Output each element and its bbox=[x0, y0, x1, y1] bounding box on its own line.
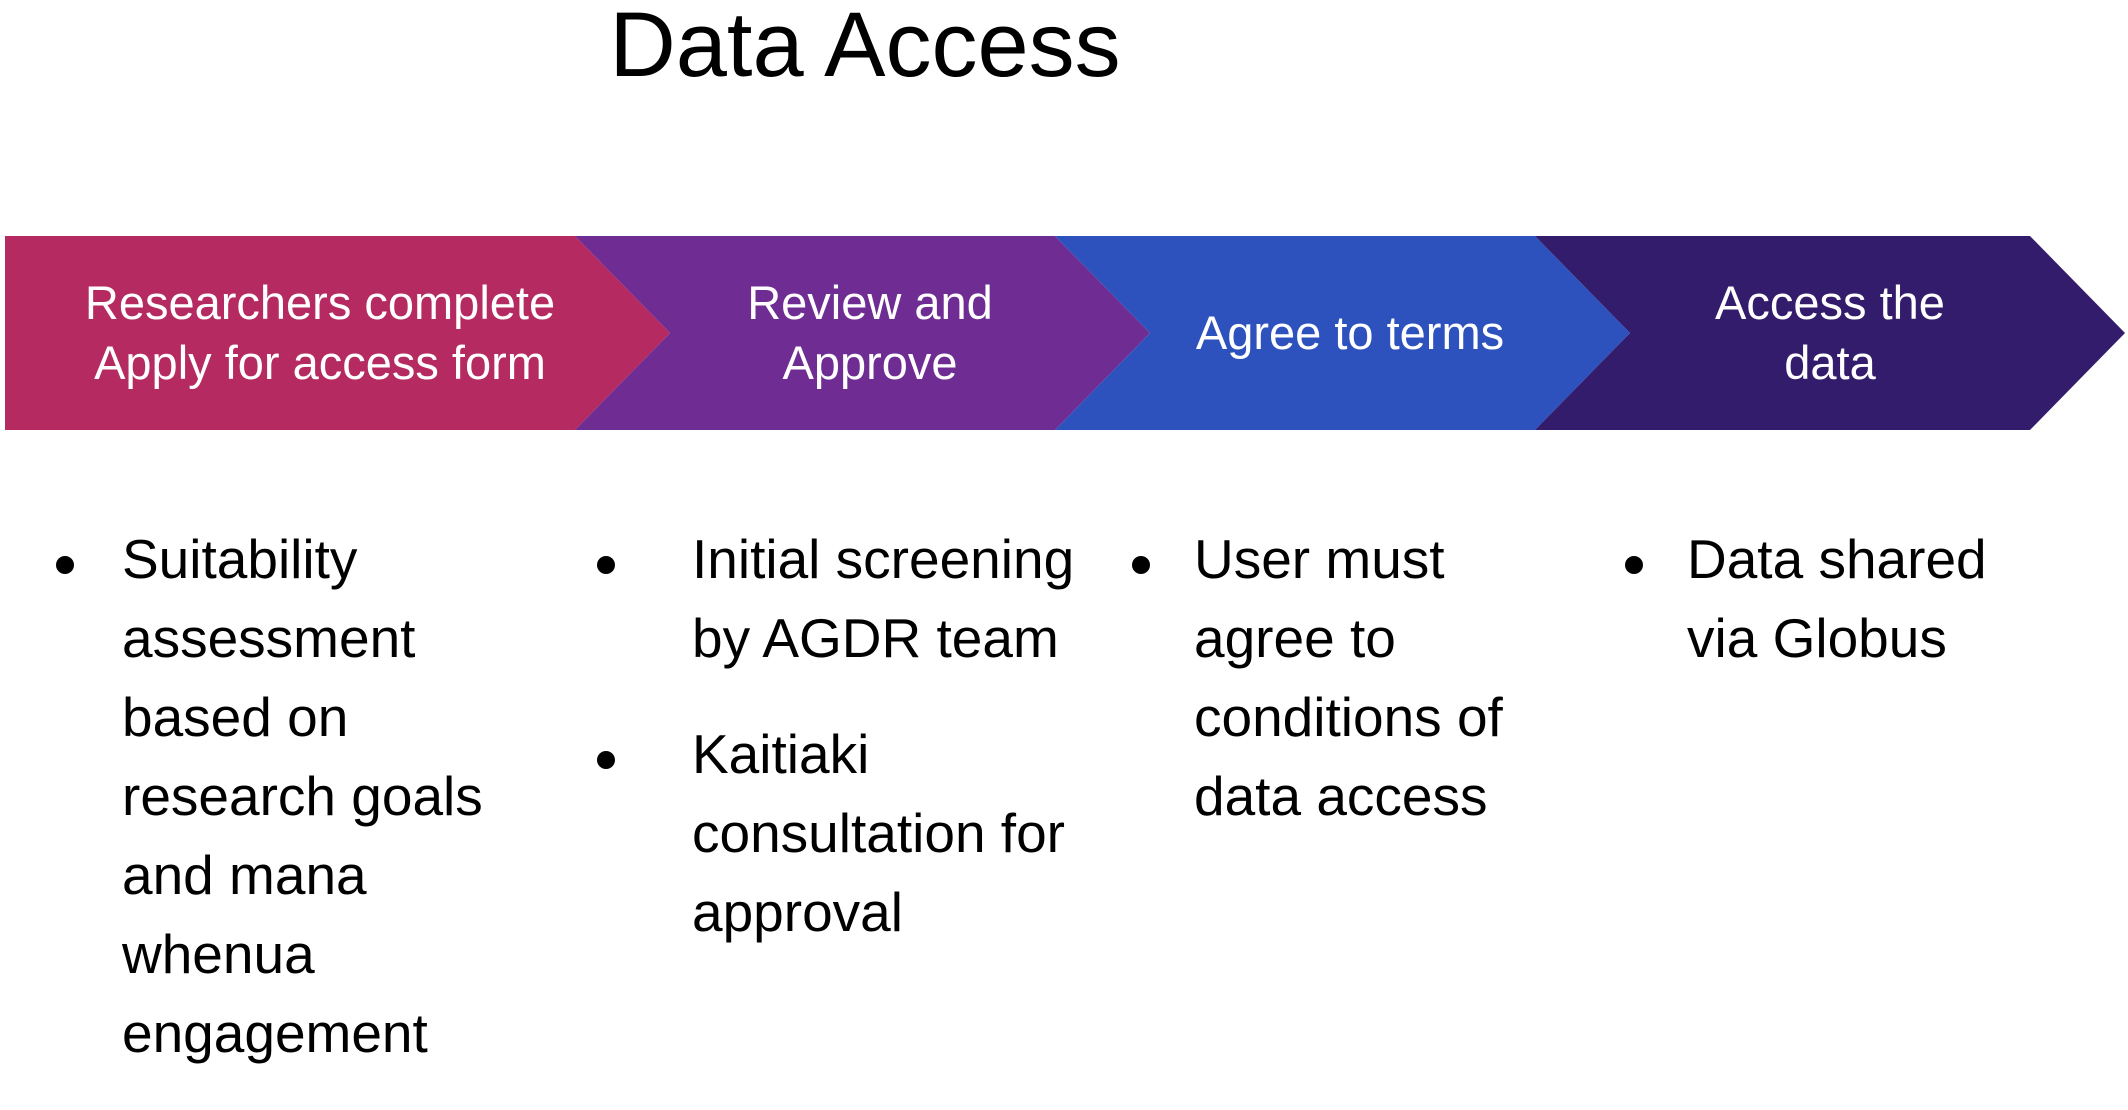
chevron-step-4 bbox=[1535, 236, 2125, 430]
step-1-details: Suitability assessment based on research… bbox=[56, 520, 556, 1110]
bullet-text: Kaitiaki consultation for approval bbox=[692, 723, 1065, 943]
step-2-details: Initial screening by AGDR team Kaitiaki … bbox=[597, 520, 1117, 989]
step-4-label: Access the data bbox=[1715, 276, 1945, 389]
list-item: Initial screening by AGDR team bbox=[597, 520, 1117, 678]
list-item: Kaitiaki consultation for approval bbox=[597, 715, 1117, 952]
step-3-details: User must agree to conditions of data ac… bbox=[1132, 520, 1592, 873]
chevron-step-3 bbox=[1055, 236, 1630, 430]
step-3-label: Agree to terms bbox=[1195, 306, 1505, 359]
process-arrow: Researchers complete Apply for access fo… bbox=[0, 236, 2128, 430]
bullet-text: Initial screening by AGDR team bbox=[692, 528, 1075, 669]
bullet-icon bbox=[597, 556, 615, 574]
step-4-details: Data shared via Globus bbox=[1625, 520, 2085, 715]
page-title: Data Access bbox=[609, 0, 1121, 96]
chevron-graphic bbox=[5, 236, 2125, 430]
bullet-text: Suitability assessment based on research… bbox=[122, 528, 483, 1064]
bullet-text: User must agree to conditions of data ac… bbox=[1194, 528, 1503, 827]
chevron-step-2 bbox=[575, 236, 1150, 430]
list-item: Data shared via Globus bbox=[1625, 520, 2085, 678]
bullet-icon bbox=[1132, 556, 1150, 574]
bullet-text: Data shared via Globus bbox=[1687, 528, 1987, 669]
bullet-icon bbox=[1625, 556, 1643, 574]
list-item: User must agree to conditions of data ac… bbox=[1132, 520, 1592, 836]
bullet-icon bbox=[56, 556, 74, 574]
bullet-icon bbox=[597, 751, 615, 769]
step-2-label: Review and Approve bbox=[747, 276, 993, 389]
list-item: Suitability assessment based on research… bbox=[56, 520, 556, 1073]
chevron-step-1 bbox=[5, 236, 670, 430]
step-1-label: Researchers complete Apply for access fo… bbox=[84, 276, 556, 389]
